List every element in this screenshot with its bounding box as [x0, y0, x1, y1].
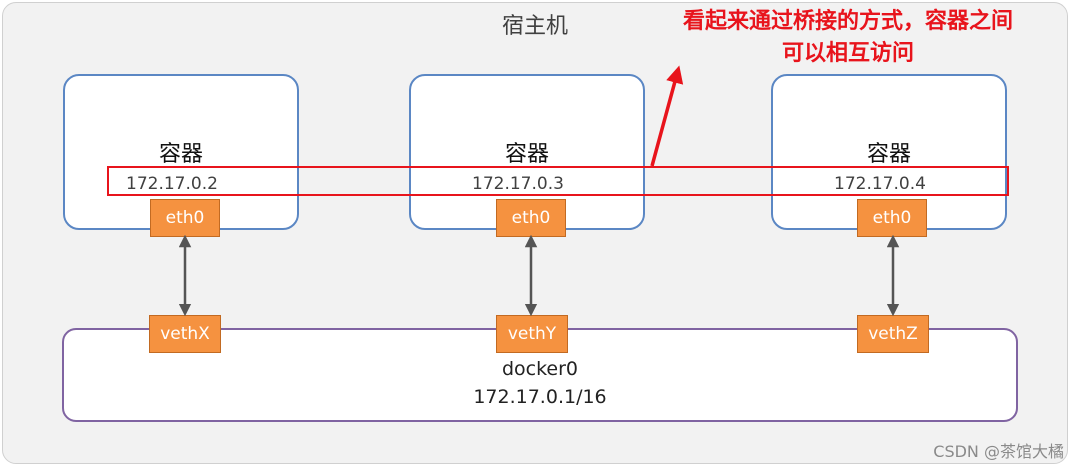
bridge-ip: 172.17.0.1/16	[473, 386, 607, 408]
veth-interface-y: vethY	[496, 315, 568, 353]
host-title: 宿主机	[501, 14, 568, 39]
container-label-3: 容器	[866, 142, 911, 167]
container-label-2: 容器	[504, 142, 549, 167]
container-ip-2: 172.17.0.3	[472, 174, 564, 194]
bridge-name: docker0	[501, 358, 579, 380]
container-ip-3: 172.17.0.4	[834, 174, 926, 194]
eth0-interface-2: eth0	[496, 199, 566, 237]
annotation-note: 看起来通过桥接的方式，容器之间 可以相互访问	[628, 6, 1068, 70]
veth-interface-z: vethZ	[857, 315, 929, 353]
veth-interface-x: vethX	[149, 315, 221, 353]
container-label-1: 容器	[158, 142, 203, 167]
container-box-1	[63, 74, 299, 230]
annotation-pointer-arrow	[650, 65, 684, 167]
annotation-line-1: 看起来通过桥接的方式，容器之间	[682, 9, 1013, 34]
container-ip-1: 172.17.0.2	[126, 174, 218, 194]
annotation-line-2: 可以相互访问	[781, 41, 914, 66]
watermark: CSDN @茶馆大橘	[933, 442, 1064, 461]
ip-highlight-rect	[107, 166, 1009, 196]
